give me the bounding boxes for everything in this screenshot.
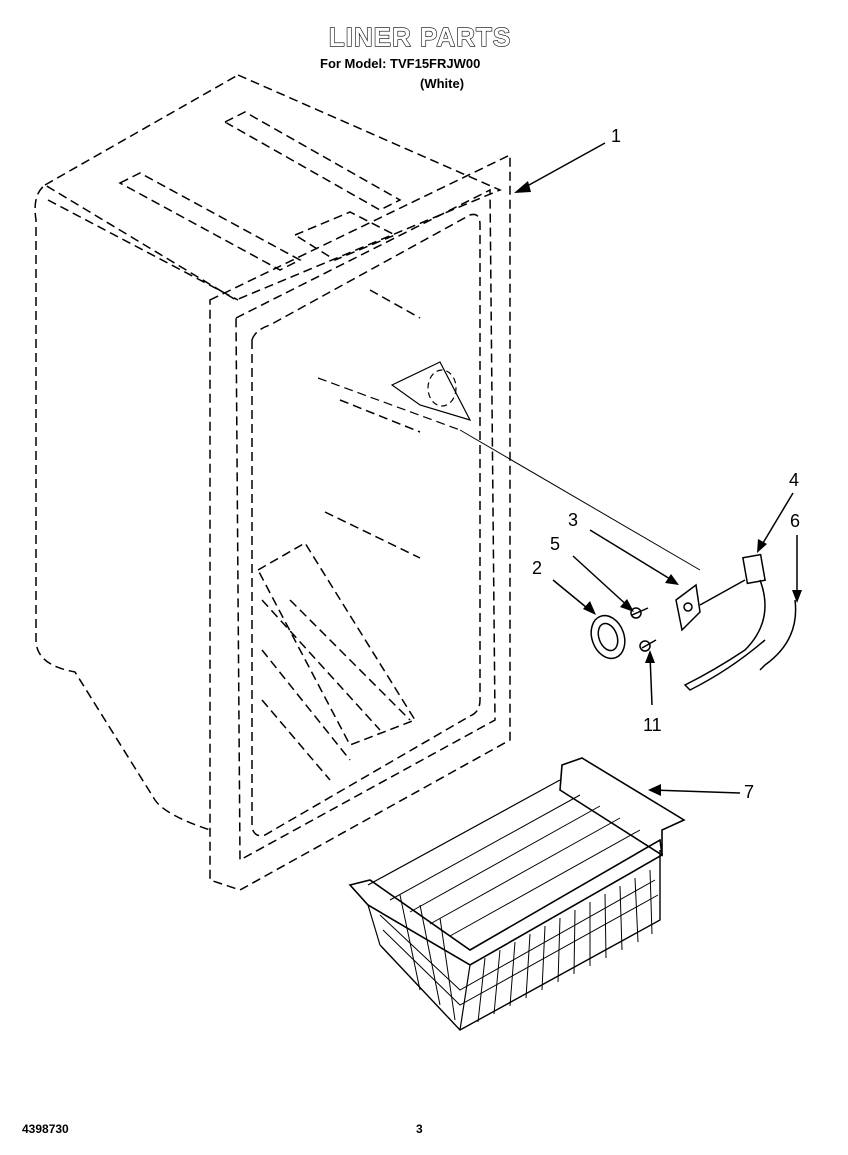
- arrow-7: [648, 784, 661, 796]
- arrow-5: [620, 599, 634, 612]
- liner-front-frame-inner: [251, 213, 481, 837]
- bracket-part-3: [675, 583, 701, 632]
- basket-hanger: [559, 757, 686, 857]
- tube-part-6: [759, 599, 797, 671]
- page-number: 3: [416, 1122, 423, 1136]
- thermostat-shaft: [699, 579, 746, 606]
- basket-bottom: [379, 850, 661, 1031]
- sensor-tube: [683, 579, 766, 691]
- capillary-line: [459, 429, 701, 571]
- knob-part-2: [590, 614, 626, 660]
- callout-11: 11: [643, 715, 662, 735]
- arrow-1: [514, 181, 531, 193]
- callout-1: 1: [611, 126, 621, 146]
- basket-rim-front: [348, 838, 663, 966]
- shelf-rib-3: [324, 511, 421, 559]
- basket-side-left: [367, 904, 381, 946]
- arrow-11: [645, 650, 655, 663]
- thermostat-recess: [390, 361, 472, 421]
- bottom-compartment-ribs-1: [261, 599, 381, 731]
- bracket-hole: [683, 602, 693, 612]
- liner-front-frame-mid: [235, 188, 496, 862]
- shelf-rib-2: [339, 399, 421, 433]
- bottom-compartment-ribs-2: [261, 649, 351, 761]
- screw-head-5: [630, 607, 642, 619]
- arrow-3: [665, 574, 679, 585]
- screw-head-11: [639, 640, 651, 652]
- capillary-dash: [317, 377, 461, 431]
- thermostat-part-4: [742, 553, 766, 585]
- leader-5: [572, 555, 631, 609]
- leader-3: [589, 529, 676, 583]
- shelf-rib-1: [369, 289, 421, 319]
- leader-11: [649, 654, 653, 706]
- arrow-6: [792, 590, 802, 603]
- callout-2: 2: [532, 558, 542, 578]
- page-title: LINER PARTS: [328, 21, 512, 52]
- liner-top-edge: [44, 74, 239, 186]
- liner-front-frame-outer: [209, 153, 511, 891]
- callout-4: 4: [789, 470, 799, 490]
- liner-outer-shell: [34, 74, 502, 831]
- arrow-2: [583, 601, 596, 615]
- thermostat-opening: [427, 369, 457, 407]
- bottom-compartment-ribs-3: [261, 699, 331, 781]
- leader-1: [519, 142, 606, 191]
- color-line: (White): [420, 76, 465, 91]
- basket-side-right: [459, 964, 471, 1031]
- leader-7: [651, 789, 741, 794]
- callout-6: 6: [790, 511, 800, 531]
- basket-wires: [379, 794, 659, 1023]
- leader-4: [759, 492, 794, 549]
- bottom-compartment-ribs-4: [289, 599, 411, 721]
- callout-3: 3: [568, 510, 578, 530]
- document-number: 4398730: [22, 1122, 69, 1136]
- knob-inner: [597, 622, 619, 652]
- top-recess-1: [223, 111, 402, 211]
- basket-rim-back: [367, 779, 561, 886]
- callout-5: 5: [550, 534, 560, 554]
- top-recess-2: [118, 172, 302, 271]
- liner-inner-top-left: [47, 199, 239, 301]
- top-recess-3: [293, 211, 397, 261]
- bottom-compartment: [256, 541, 417, 746]
- model-line: For Model: TVF15FRJW00: [320, 56, 481, 71]
- arrow-4: [757, 539, 767, 553]
- callout-7: 7: [744, 782, 754, 802]
